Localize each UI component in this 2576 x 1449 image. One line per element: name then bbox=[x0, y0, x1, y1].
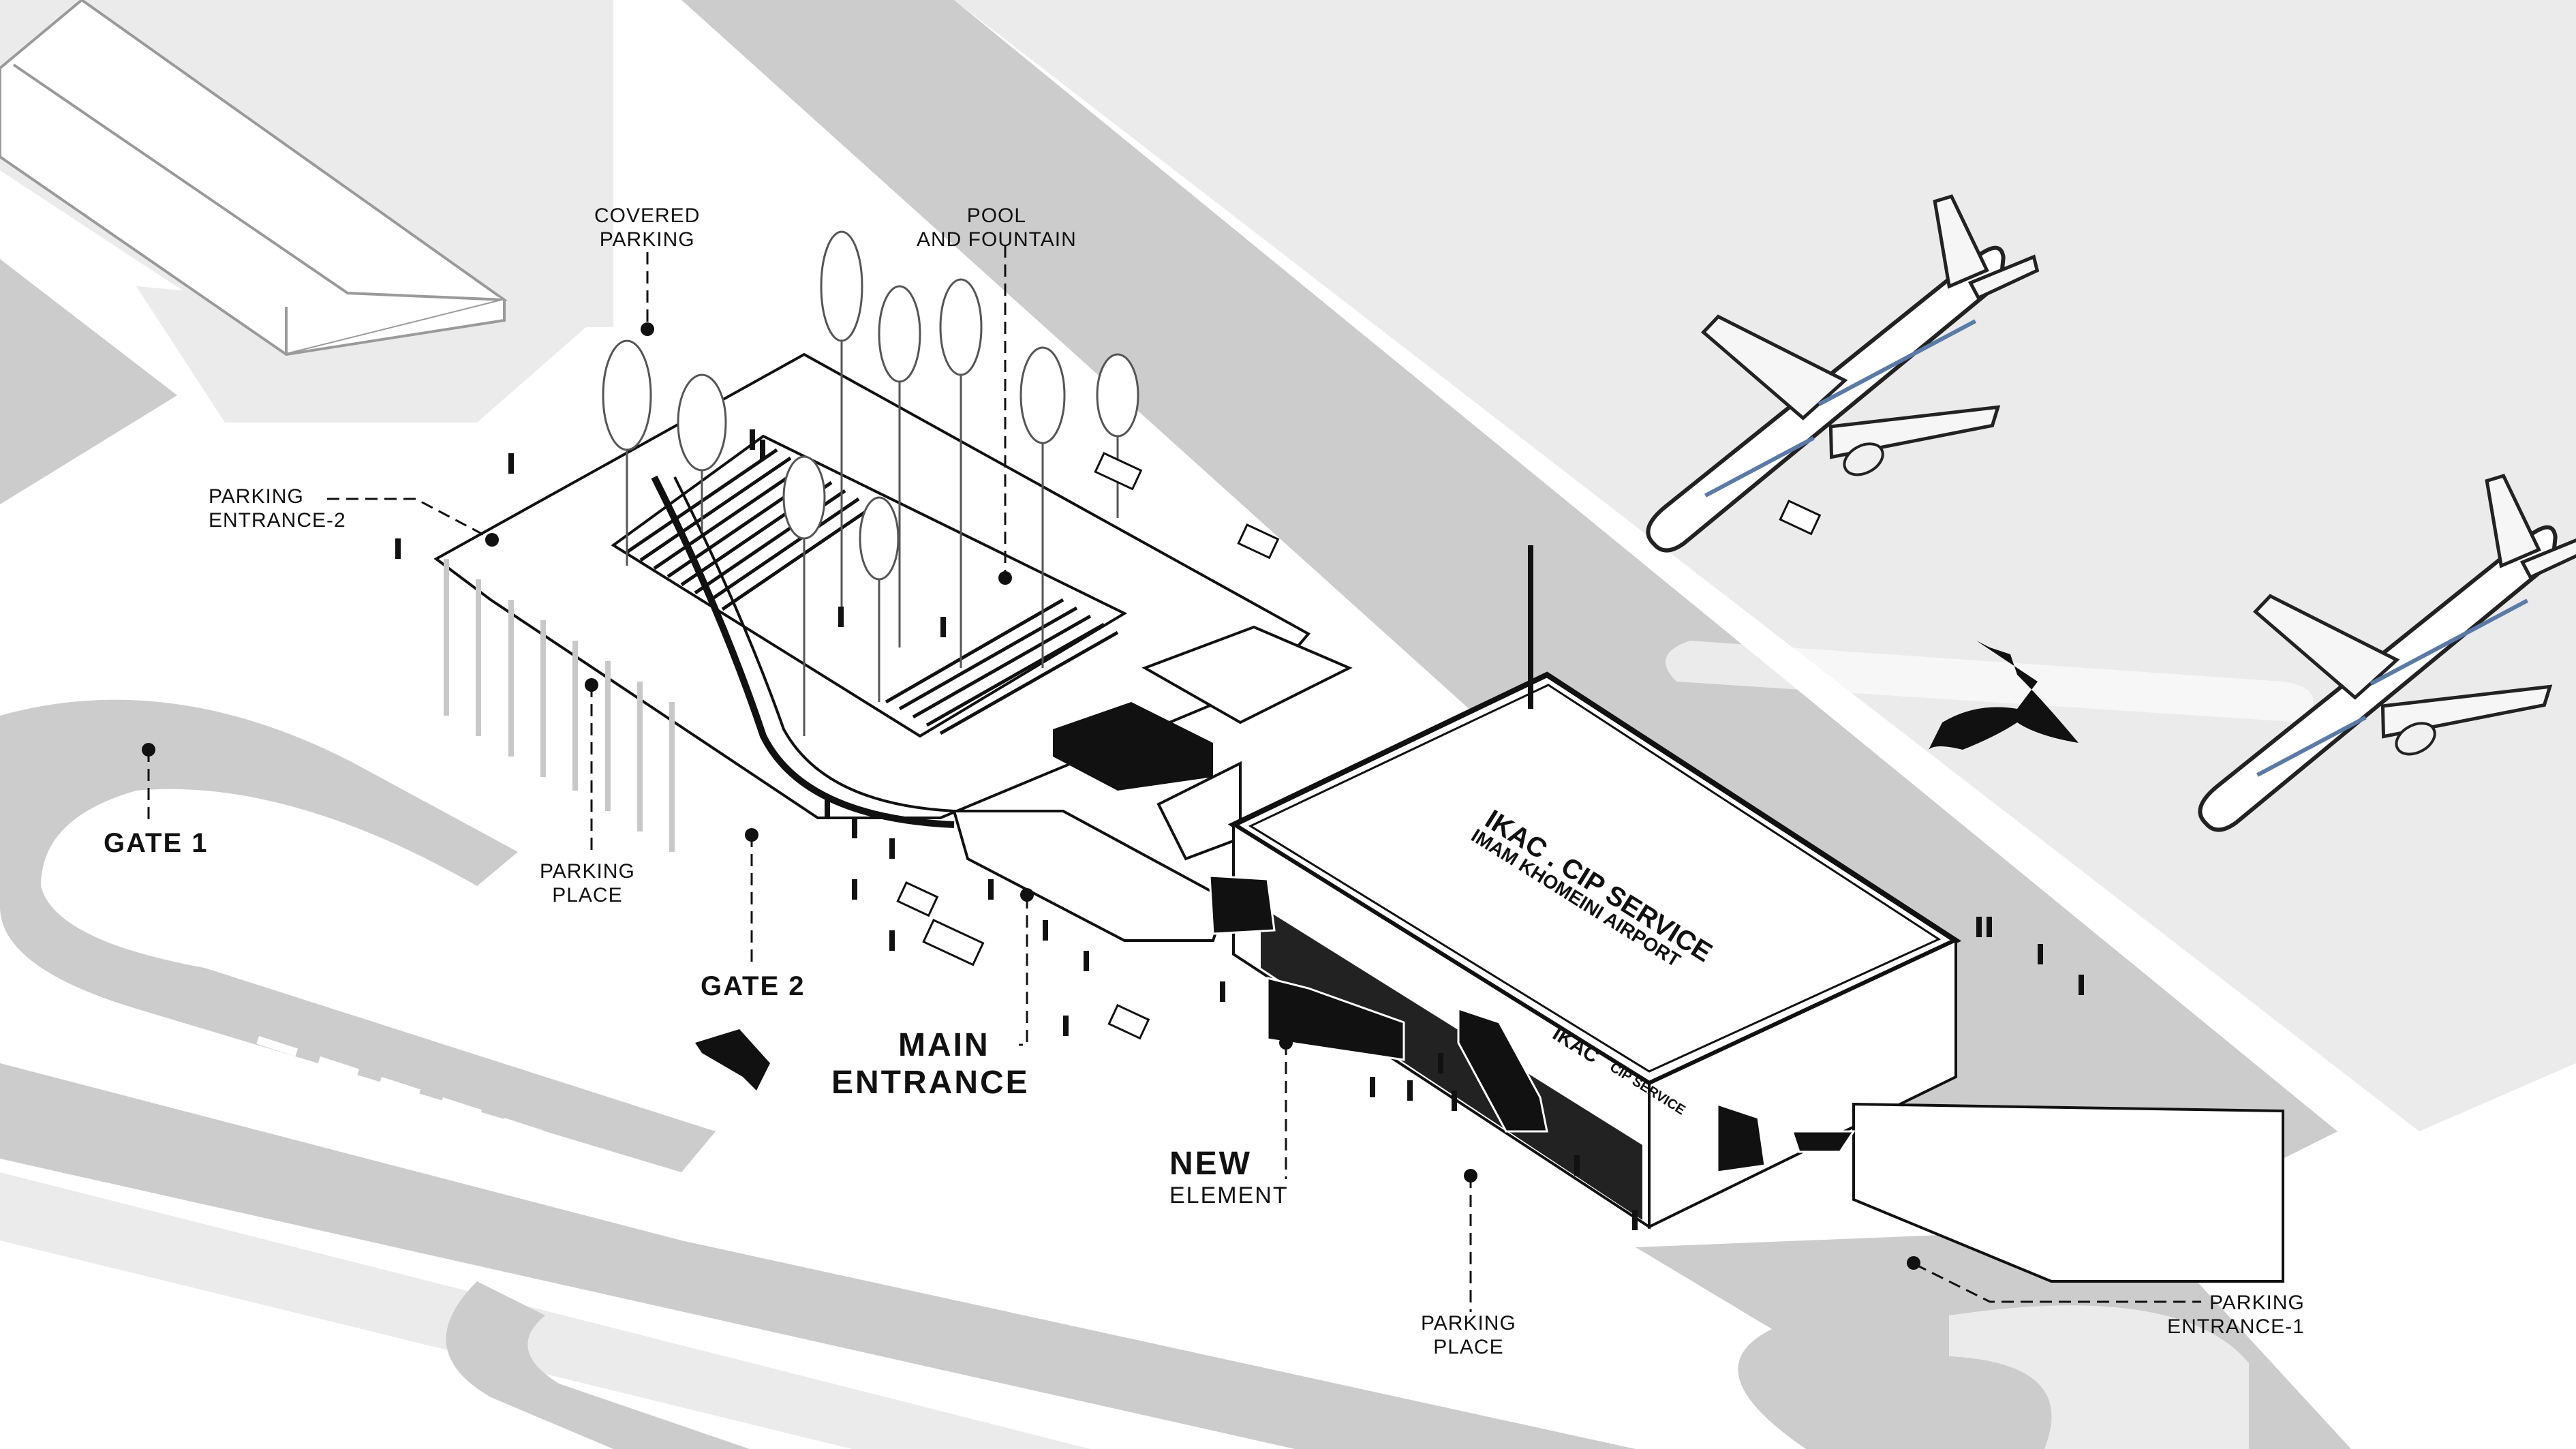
exit-ramp bbox=[1949, 1305, 2249, 1449]
bird-icon bbox=[1929, 641, 2079, 750]
new-element-volumes bbox=[1208, 874, 1856, 1174]
lane-markings bbox=[256, 1036, 1096, 1322]
label-gate-1: GATE 1 bbox=[104, 828, 209, 858]
label-line: PARKING bbox=[2209, 1292, 2305, 1314]
leader-lines bbox=[147, 245, 2201, 1312]
vehicles bbox=[896, 452, 1822, 1040]
label-line: PARKING bbox=[599, 228, 695, 251]
leader-dots bbox=[142, 322, 1920, 1270]
landside-road-left bbox=[0, 259, 177, 504]
gate-1-loop-road bbox=[0, 699, 716, 1172]
label-line: COVERED bbox=[594, 204, 701, 227]
airplane-icon bbox=[1646, 194, 2040, 553]
label-line: PARKING bbox=[1421, 1312, 1516, 1334]
label-line: ENTRANCE bbox=[831, 1065, 1030, 1101]
label-line: ENTRANCE-1 bbox=[2167, 1315, 2305, 1338]
label-parking-place-left: PARKING PLACE bbox=[540, 860, 635, 907]
entrance-canopy bbox=[952, 625, 1353, 942]
label-line: NEW bbox=[1169, 1146, 1252, 1182]
label-line: PLACE bbox=[1433, 1335, 1504, 1358]
black-entrance-volume bbox=[1053, 702, 1213, 791]
label-line: PARKING bbox=[209, 485, 304, 508]
label-line: MAIN bbox=[898, 1027, 990, 1063]
label-covered-parking: COVERED PARKING bbox=[594, 204, 700, 251]
label-parking-place-bottom: PARKING PLACE bbox=[1421, 1312, 1516, 1359]
trees bbox=[602, 230, 1139, 736]
label-pool-and-fountain: POOL AND FOUNTAIN bbox=[917, 204, 1077, 251]
ramp bbox=[651, 475, 955, 828]
label-new-element: NEW ELEMENT bbox=[1169, 1145, 1289, 1209]
label-line: PARKING bbox=[540, 860, 635, 883]
airplane-icon bbox=[2198, 474, 2576, 832]
main-entrance-arrow-icon bbox=[695, 1029, 770, 1090]
label-line: POOL bbox=[966, 204, 1027, 227]
road-shoulder bbox=[0, 1172, 1090, 1449]
label-parking-entrance-2: PARKING ENTRANCE-2 bbox=[209, 485, 346, 532]
apron-pad bbox=[1666, 641, 2314, 722]
label-line: AND FOUNTAIN bbox=[917, 228, 1077, 251]
label-line: PLACE bbox=[552, 883, 623, 906]
label-parking-entrance-1: PARKING ENTRANCE-1 bbox=[2162, 1292, 2305, 1339]
flag-poles bbox=[444, 559, 675, 852]
label-main-entrance: MAIN ENTRANCE bbox=[831, 1026, 1030, 1101]
lower-loop-road bbox=[446, 1281, 750, 1449]
label-gate-2: GATE 2 bbox=[701, 971, 806, 1001]
airside-apron bbox=[613, 0, 2576, 1131]
label-line: ELEMENT bbox=[1169, 1183, 1289, 1209]
label-line: ENTRANCE-2 bbox=[209, 508, 346, 532]
existing-terminal-building bbox=[0, 0, 508, 356]
people bbox=[395, 429, 2084, 1230]
ramp-edge bbox=[673, 476, 955, 812]
side-canopy-slab bbox=[1852, 1102, 2284, 1283]
